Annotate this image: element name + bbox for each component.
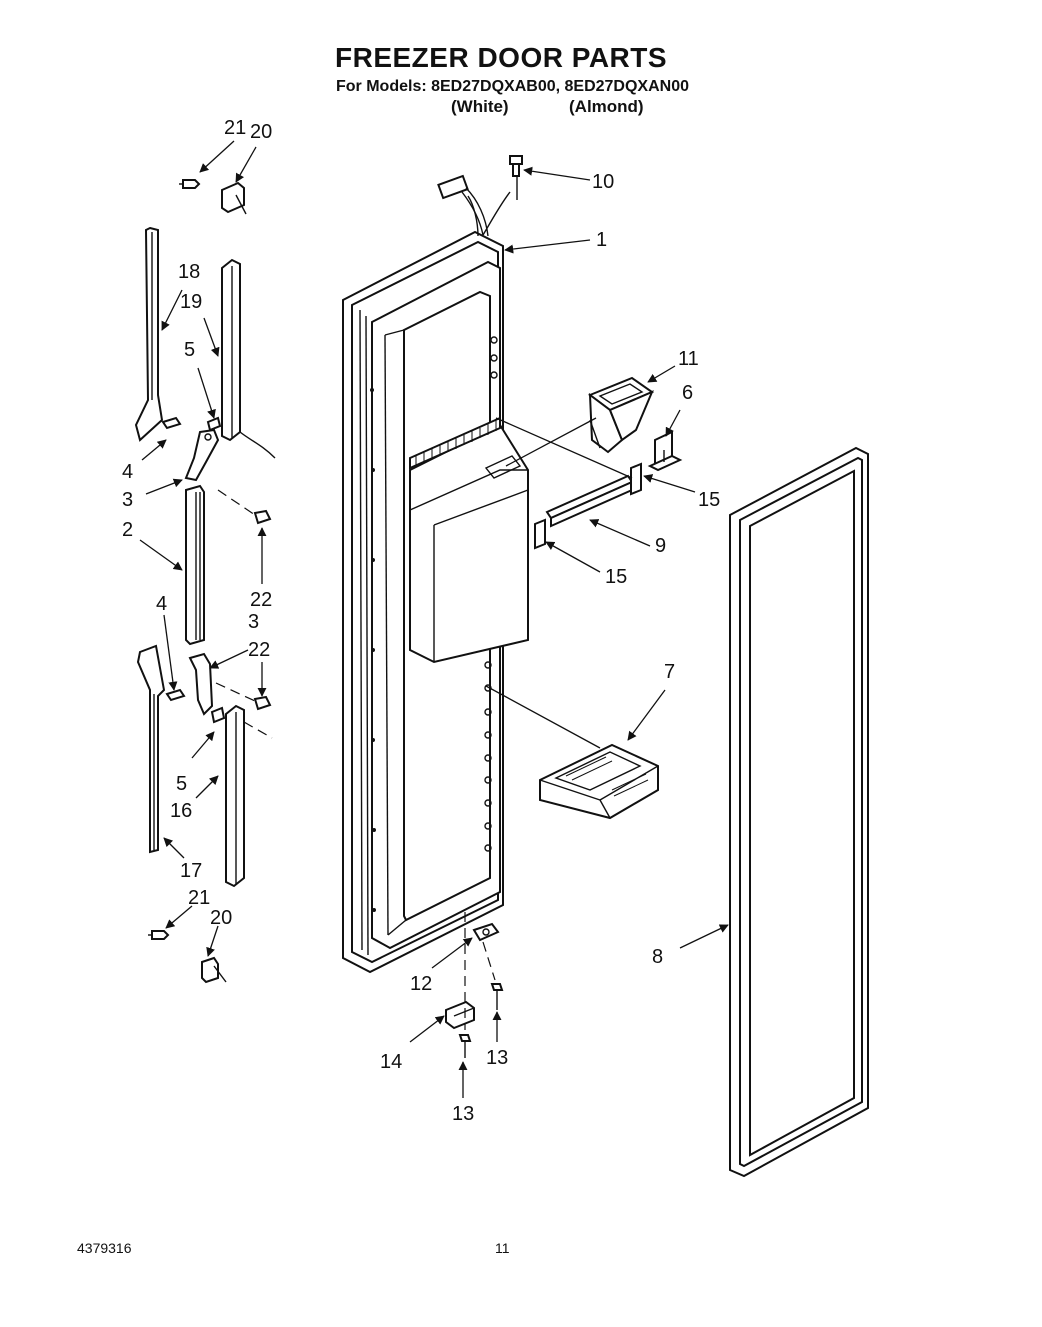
callout-16: 16 <box>170 800 192 822</box>
part-10-screw <box>509 155 523 200</box>
callout-8: 8 <box>652 946 663 968</box>
models-line: For Models: 8ED27DQXAB00, 8ED27DQXAN00 <box>336 78 689 95</box>
document-number: 4379316 <box>77 1240 132 1256</box>
part-6-bracket <box>647 430 683 472</box>
door-assembly <box>342 174 529 974</box>
part-17-trim-bottom <box>136 644 166 854</box>
callout-17: 17 <box>180 860 202 882</box>
callout-14: 14 <box>380 1051 402 1073</box>
wire-harness <box>437 174 511 237</box>
callout-5-upper: 5 <box>184 339 195 361</box>
part-11-ice-chute <box>587 376 655 454</box>
callout-22-upper: 22 <box>250 589 272 611</box>
callout-21-top: 21 <box>224 117 246 139</box>
part-14-block <box>445 1000 475 1030</box>
part-9-trim-strip <box>545 474 634 528</box>
callout-11: 11 <box>678 348 699 370</box>
callout-3-lower: 3 <box>248 611 259 633</box>
part-13-screws <box>458 983 504 1058</box>
part-20-21-top-hinge <box>179 179 247 215</box>
callout-10: 10 <box>592 171 614 193</box>
callout-13-right: 13 <box>486 1047 508 1069</box>
variant-almond-label: (Almond) <box>569 97 644 116</box>
callout-3-upper: 3 <box>122 489 133 511</box>
callout-20-top: 20 <box>250 121 272 143</box>
part-3-upper-hinge <box>161 416 222 482</box>
part-8-door-gasket <box>729 446 869 1178</box>
callout-22-lower: 22 <box>248 639 270 661</box>
callout-2: 2 <box>122 519 133 541</box>
part-18-trim-top <box>134 226 164 442</box>
part-20-21-bottom-hinge <box>148 930 227 984</box>
callout-21-bottom: 21 <box>188 887 210 909</box>
leader-arrows <box>139 140 729 1098</box>
callout-9: 9 <box>655 535 666 557</box>
page-title: FREEZER DOOR PARTS <box>335 42 668 73</box>
part-3-lower-hinge <box>165 652 226 724</box>
callout-5-lower: 5 <box>176 773 187 795</box>
callout-20-bottom: 20 <box>210 907 232 929</box>
part-7-drip-tray <box>539 743 659 820</box>
callout-12: 12 <box>410 973 432 995</box>
variant-white-label: (White) <box>451 97 509 116</box>
part-12-hinge-pin-bracket <box>472 922 500 942</box>
door-edge-holes <box>370 388 376 912</box>
callout-19: 19 <box>180 291 202 313</box>
part-15-end-caps <box>534 462 642 550</box>
part-19-trim-channel-top <box>221 258 276 459</box>
callout-7: 7 <box>664 661 675 683</box>
page-number: 11 <box>495 1240 510 1256</box>
callout-labels: 1 10 11 6 15 9 15 7 8 21 20 18 19 5 4 3 … <box>122 117 720 1125</box>
callout-13-bottom: 13 <box>452 1103 474 1125</box>
callout-4-upper: 4 <box>122 461 133 483</box>
callout-6: 6 <box>682 382 693 404</box>
callout-15-upper: 15 <box>698 489 720 511</box>
callout-15-lower: 15 <box>605 566 627 588</box>
part-16-trim-channel-bottom <box>225 704 273 888</box>
part-22-screws <box>215 489 272 711</box>
callout-4-lower: 4 <box>156 593 167 615</box>
dispenser-grille <box>409 416 501 470</box>
part-2-strip <box>185 484 205 646</box>
callout-1: 1 <box>596 229 607 251</box>
callout-18: 18 <box>178 261 200 283</box>
